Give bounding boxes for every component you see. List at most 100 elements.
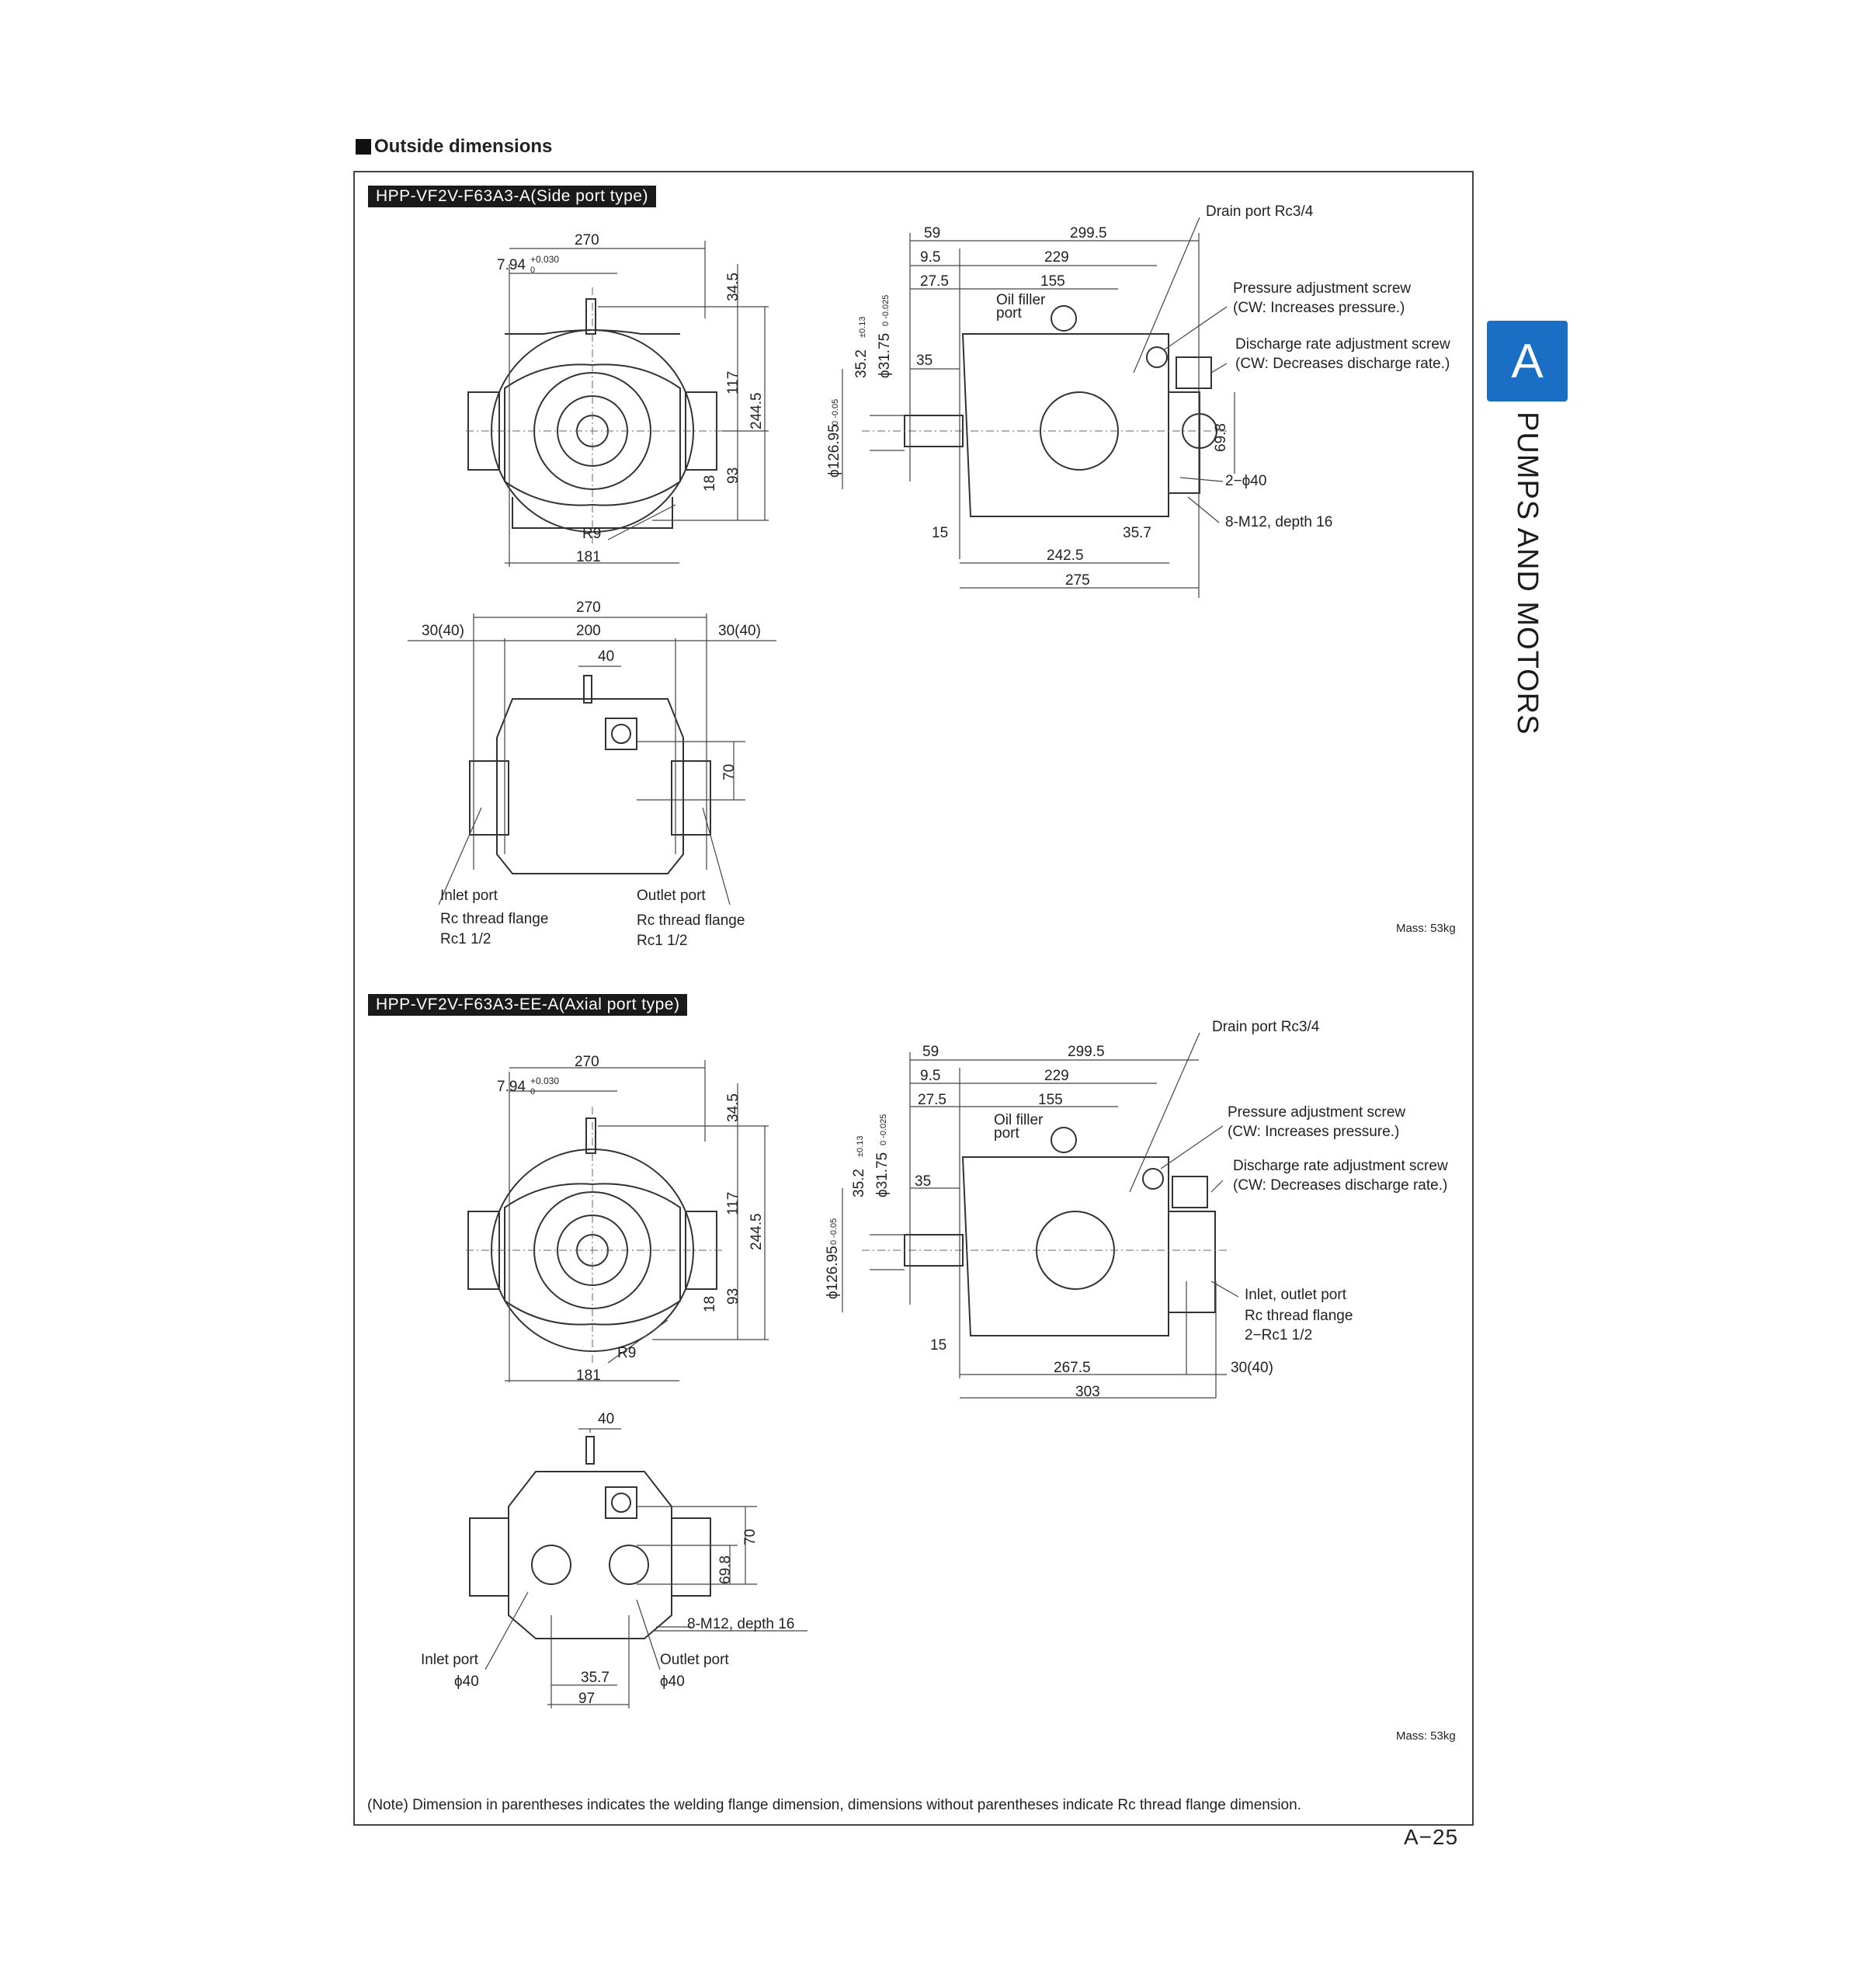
footnote: (Note) Dimension in parentheses indicate… — [367, 1797, 1301, 1813]
dim-267-5: 267.5 — [1054, 1360, 1091, 1376]
dim-key-2: 7.94 — [497, 1079, 526, 1095]
dim-9-5: 9.5 — [920, 249, 941, 266]
inlet-outlet-flange-label: Rc thread flange — [1245, 1308, 1353, 1324]
dim-key-tol-2: +0.030 — [530, 1076, 560, 1086]
dim-229: 229 — [1044, 249, 1069, 266]
dim-244-5-2: 244.5 — [748, 1213, 765, 1250]
inlet-diameter-label-2: ϕ40 — [454, 1673, 479, 1690]
dim-70-2: 70 — [742, 1528, 759, 1545]
dim-126-95-2: ϕ126.95 — [825, 1246, 841, 1299]
outlet-port-label-2: Outlet port — [660, 1652, 729, 1668]
drain-port-label-1: Drain port Rc3/4 — [1206, 203, 1314, 220]
dim-270: 270 — [575, 232, 599, 248]
pressure-screw-note-2: (CW: Increases pressure.) — [1228, 1124, 1400, 1140]
dim-93: 93 — [725, 467, 741, 484]
page-number: A−25 — [1404, 1825, 1459, 1849]
dim-key: 7.94 — [497, 257, 526, 273]
dim-181: 181 — [576, 549, 601, 565]
dim-299-5: 299.5 — [1070, 225, 1107, 242]
discharge-screw-label-1: Discharge rate adjustment screw — [1235, 336, 1450, 353]
dim-key-tol: +0.030 — [530, 254, 560, 265]
dim-30-40-right: 30(40) — [718, 623, 761, 639]
dim-35-2-tol-2: ±0.13 — [856, 1135, 865, 1157]
dim-35-2-2: 35.2 — [851, 1169, 867, 1197]
bolts-label-1: 8-M12, depth 16 — [1225, 514, 1333, 530]
dim-244-5: 244.5 — [748, 392, 765, 429]
dim-40-2: 40 — [598, 1411, 615, 1427]
dim-15: 15 — [932, 525, 949, 541]
drain-port-label-2: Drain port Rc3/4 — [1212, 1019, 1320, 1035]
dim-30-40-axial: 30(40) — [1231, 1360, 1273, 1376]
dim-93-2: 93 — [725, 1288, 741, 1305]
dim-35-7: 35.7 — [1123, 525, 1151, 541]
dim-59-2: 59 — [922, 1044, 939, 1060]
dim-242-5: 242.5 — [1047, 547, 1084, 564]
section-tab-letter: A — [1511, 334, 1544, 388]
inlet-flange-label-1: Rc thread flange — [440, 911, 549, 927]
dim-69-8: 69.8 — [1213, 423, 1229, 452]
dim-303: 303 — [1075, 1384, 1100, 1400]
dim-275: 275 — [1065, 572, 1090, 589]
dim-155-2: 155 — [1038, 1092, 1063, 1108]
dim-key-tol0-2: 0 — [530, 1087, 536, 1097]
dim-299-5-2: 299.5 — [1068, 1044, 1105, 1060]
dim-270-2: 270 — [575, 1054, 599, 1070]
dim-18: 18 — [702, 474, 718, 492]
model-label-2: HPP-VF2V-F63A3-EE-A(Axial port type) — [368, 994, 688, 1016]
model-label-1: HPP-VF2V-F63A3-A(Side port type) — [368, 186, 656, 207]
oil-filler-port-label-2: port — [994, 1125, 1019, 1142]
dim-97: 97 — [578, 1691, 596, 1707]
oil-filler-label-2: Oil filler — [994, 1112, 1044, 1128]
dim-34-5-2: 34.5 — [725, 1093, 741, 1122]
dim-27-5: 27.5 — [920, 273, 949, 290]
pressure-screw-note-1: (CW: Increases pressure.) — [1233, 300, 1405, 316]
dim-r9: R9 — [582, 526, 602, 542]
dim-40: 40 — [598, 648, 615, 665]
dim-117-2: 117 — [725, 1191, 741, 1215]
dim-34-5: 34.5 — [725, 273, 741, 301]
discharge-screw-label-2: Discharge rate adjustment screw — [1233, 1158, 1448, 1174]
bolts-label-2: 8-M12, depth 16 — [687, 1616, 795, 1632]
inlet-port-label-1: Inlet port — [440, 888, 498, 904]
dim-59: 59 — [924, 225, 941, 242]
mass-label-2: Mass: 53kg — [1396, 1729, 1456, 1743]
inlet-size-label-1: Rc1 1/2 — [440, 931, 491, 947]
dim-181-2: 181 — [576, 1368, 601, 1384]
ports-2-phi40: 2−ϕ40 — [1225, 473, 1267, 489]
oil-filler-port-label: port — [996, 305, 1022, 321]
outlet-diameter-label-2: ϕ40 — [660, 1673, 685, 1690]
dim-229-2: 229 — [1044, 1068, 1069, 1084]
discharge-screw-note-2: (CW: Decreases discharge rate.) — [1233, 1177, 1448, 1194]
dim-r9-2: R9 — [617, 1345, 637, 1361]
dim-35-2: 35.2 — [853, 349, 870, 378]
dim-35: 35 — [916, 353, 933, 369]
dim-200: 200 — [576, 623, 601, 639]
section-tab[interactable]: A — [1487, 321, 1568, 401]
outlet-size-label-1: Rc1 1/2 — [637, 933, 688, 949]
dim-155: 155 — [1040, 273, 1065, 290]
heading-text: Outside dimensions — [374, 136, 553, 157]
dim-35-2-tol: ±0.13 — [858, 316, 867, 338]
dim-35-7-2: 35.7 — [581, 1670, 610, 1686]
dim-18-2: 18 — [702, 1295, 718, 1312]
side-view-2 — [842, 1032, 1239, 1399]
dim-117: 117 — [725, 370, 741, 394]
dim-bottom-270: 270 — [576, 600, 601, 616]
oil-filler-label: Oil filler — [996, 292, 1046, 308]
dim-30-40-left: 30(40) — [422, 623, 464, 639]
inlet-outlet-port-label: Inlet, outlet port — [1245, 1287, 1346, 1303]
dim-key-tol0: 0 — [530, 266, 536, 275]
dim-31-75-tol: 0 -0.025 — [881, 294, 891, 326]
pressure-screw-label-1: Pressure adjustment screw — [1233, 280, 1412, 297]
section-heading: Outside dimensions — [356, 136, 552, 158]
dim-15-2: 15 — [930, 1337, 947, 1354]
dim-31-75-2: ϕ31.75 — [874, 1152, 891, 1197]
pressure-screw-label-2: Pressure adjustment screw — [1228, 1104, 1406, 1121]
dim-126-95-tol: 0 -0.05 — [831, 398, 840, 426]
bottom-view-2 — [469, 1428, 807, 1708]
dim-70: 70 — [721, 763, 738, 780]
outlet-flange-label-1: Rc thread flange — [637, 912, 745, 929]
side-view-1 — [842, 217, 1235, 598]
mass-label-1: Mass: 53kg — [1396, 922, 1456, 935]
